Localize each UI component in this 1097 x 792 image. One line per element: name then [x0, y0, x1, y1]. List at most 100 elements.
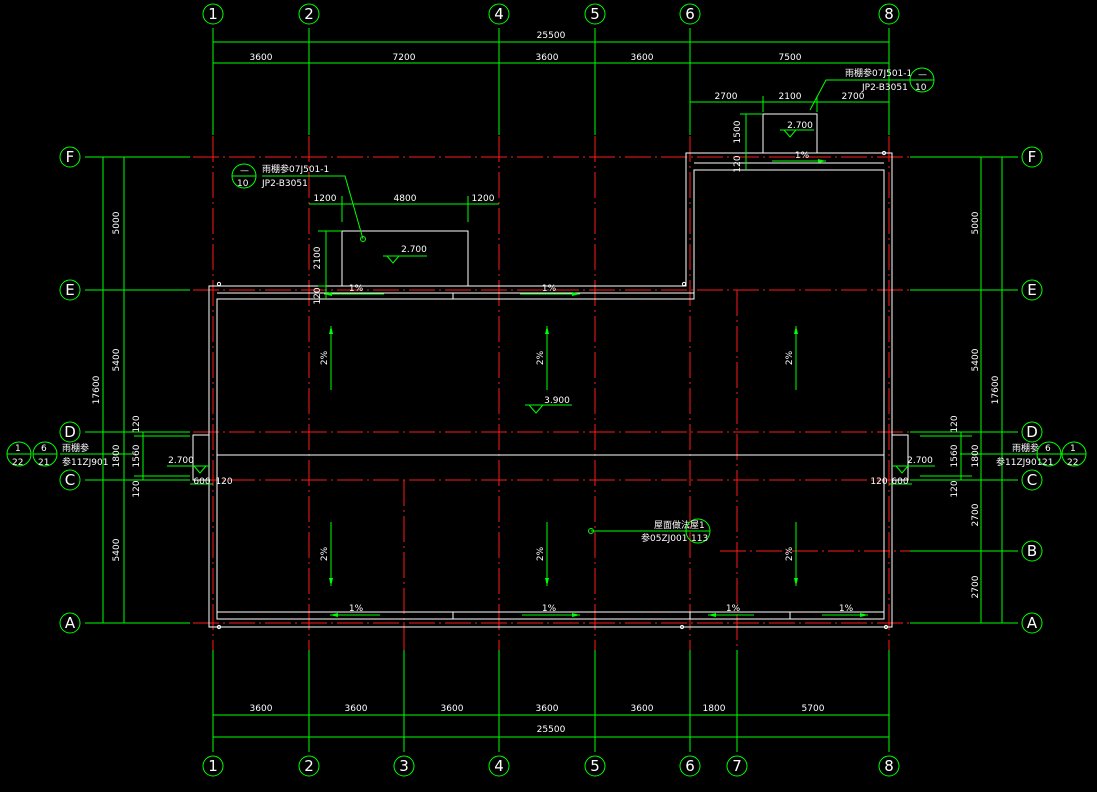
svg-text:D: D: [64, 423, 76, 441]
slope-arrow-h2: 1%: [520, 284, 580, 296]
axis-right-C: C: [1021, 469, 1043, 491]
axis-top-6: 6: [679, 3, 701, 25]
svg-text:3: 3: [399, 757, 409, 775]
dim-left-1560: 1560: [132, 444, 142, 467]
svg-text:1%: 1%: [726, 604, 741, 614]
dim-bottom-seg-6: 1800: [703, 704, 726, 714]
dim-left-seg-1: 5000: [112, 211, 122, 234]
note-roof-method: 屋面做法 参05ZJ001 屋1 113: [588, 518, 711, 544]
svg-text:JP2-B3051: JP2-B3051: [261, 179, 308, 189]
slope-arrow-v3: 2%: [785, 326, 798, 390]
svg-text:1%: 1%: [542, 284, 557, 294]
dim-right-seg-1: 5000: [971, 211, 981, 234]
dimension-lines: [60, 28, 1040, 752]
axis-top-1: 1: [202, 3, 224, 25]
axis-left-A: A: [59, 612, 81, 634]
dim-left-seg-6: 5400: [112, 538, 122, 561]
svg-text:2%: 2%: [536, 350, 546, 365]
svg-text:雨棚参: 雨棚参: [1012, 442, 1039, 454]
dim-canopy-r-1: 2700: [715, 92, 738, 102]
dim-left-seg-2: 5400: [112, 348, 122, 371]
dim-canopy-l-4: 2100: [313, 246, 323, 269]
svg-text:7: 7: [732, 757, 742, 775]
dim-right-120b: 120: [950, 480, 960, 497]
svg-text:4: 4: [494, 757, 504, 775]
building-outline: [192, 113, 909, 630]
svg-text:2%: 2%: [320, 546, 330, 561]
svg-text:1%: 1%: [349, 604, 364, 614]
svg-text:E: E: [1027, 281, 1036, 299]
slope-arrow-h6: 1%: [708, 604, 754, 617]
axis-right-E: E: [1021, 279, 1043, 301]
slope-arrow-v1: 2%: [320, 326, 333, 390]
dim-right-seg-3: 1800: [971, 444, 981, 467]
svg-text:2%: 2%: [785, 350, 795, 365]
dim-bottom-seg-4: 3600: [536, 704, 559, 714]
axis-left-E: E: [59, 279, 81, 301]
axis-bottom-5: 5: [584, 755, 606, 777]
slope-arrow-v2: 2%: [536, 326, 549, 390]
svg-text:21: 21: [1042, 458, 1053, 468]
axis-right-A: A: [1021, 612, 1043, 634]
note-side-left: 雨棚参 参11ZJ901 1 22 6 21: [6, 441, 108, 468]
axis-bottom-7: 7: [726, 755, 748, 777]
elevation-roof: 3.900: [525, 396, 572, 414]
svg-text:6: 6: [1045, 444, 1051, 454]
svg-text:E: E: [65, 281, 74, 299]
svg-text:2.700: 2.700: [907, 456, 933, 466]
elevation-canopy-right: 2.700: [780, 121, 814, 138]
axis-bottom-1: 1: [202, 755, 224, 777]
svg-text:8: 8: [884, 5, 894, 23]
slope-arrow-v5: 2%: [536, 522, 549, 586]
dim-canopy-r-3: 2700: [842, 92, 865, 102]
svg-text:雨棚参07J501-1: 雨棚参07J501-1: [845, 67, 912, 79]
axis-left-C: C: [59, 469, 81, 491]
dim-side-r-120: 120: [870, 477, 887, 487]
axis-left-D: D: [59, 421, 81, 443]
axis-bottom-8: 8: [878, 755, 900, 777]
elevation-canopy-left: 2.700: [383, 245, 427, 264]
svg-text:21: 21: [38, 458, 49, 468]
svg-text:—: —: [240, 166, 249, 176]
dim-side-l-120: 120: [215, 477, 232, 487]
dim-top-total: 25500: [537, 31, 566, 41]
svg-text:1: 1: [1070, 444, 1076, 454]
svg-text:2: 2: [304, 5, 314, 23]
dim-left-1800: 1800: [112, 444, 122, 467]
axis-bottom-6: 6: [679, 755, 701, 777]
axis-top-5: 5: [584, 3, 606, 25]
dim-canopy-l-3: 1200: [472, 194, 495, 204]
svg-text:6: 6: [685, 5, 695, 23]
slope-arrow-h3: 1%: [772, 151, 826, 163]
svg-text:6: 6: [685, 757, 695, 775]
dim-top-seg-4: 3600: [631, 53, 654, 63]
dim-top-seg-1: 3600: [250, 53, 273, 63]
svg-text:5: 5: [590, 757, 600, 775]
svg-text:1%: 1%: [349, 284, 364, 294]
elevation-marks: 2.700 2.700 3.900 2.700 2.700: [167, 121, 935, 474]
svg-text:2.700: 2.700: [168, 456, 194, 466]
grid-bubbles: 1 2 4 5 6 8 1 2 3 4 5 6 7 8 F E D C A F …: [59, 3, 1043, 777]
slope-arrow-h1: 1%: [324, 284, 384, 296]
dim-canopy-r-5: 120: [733, 155, 743, 172]
dim-bottom-seg-1: 3600: [250, 704, 273, 714]
axis-right-F: F: [1021, 146, 1043, 168]
axis-bottom-4: 4: [488, 755, 510, 777]
dim-bottom-seg-7: 5700: [802, 704, 825, 714]
svg-text:C: C: [1027, 471, 1037, 489]
dim-right-seg-2: 5400: [971, 348, 981, 371]
svg-text:1: 1: [15, 444, 21, 454]
svg-text:22: 22: [1067, 458, 1078, 468]
dim-top-seg-3: 3600: [536, 53, 559, 63]
svg-text:3.900: 3.900: [544, 396, 570, 406]
dimension-text: 25500 3600 7200 3600 3600 7500 3600 3600…: [92, 31, 1001, 735]
svg-text:2%: 2%: [785, 546, 795, 561]
grid-lines: [85, 28, 1018, 752]
svg-text:A: A: [1027, 614, 1038, 632]
note-canopy-ref-left: 雨棚参07J501-1 JP2-B3051 — 10: [231, 163, 366, 242]
svg-text:113: 113: [691, 534, 708, 544]
svg-text:5: 5: [590, 5, 600, 23]
dim-canopy-r-4: 1500: [733, 120, 743, 143]
svg-text:D: D: [1026, 423, 1038, 441]
